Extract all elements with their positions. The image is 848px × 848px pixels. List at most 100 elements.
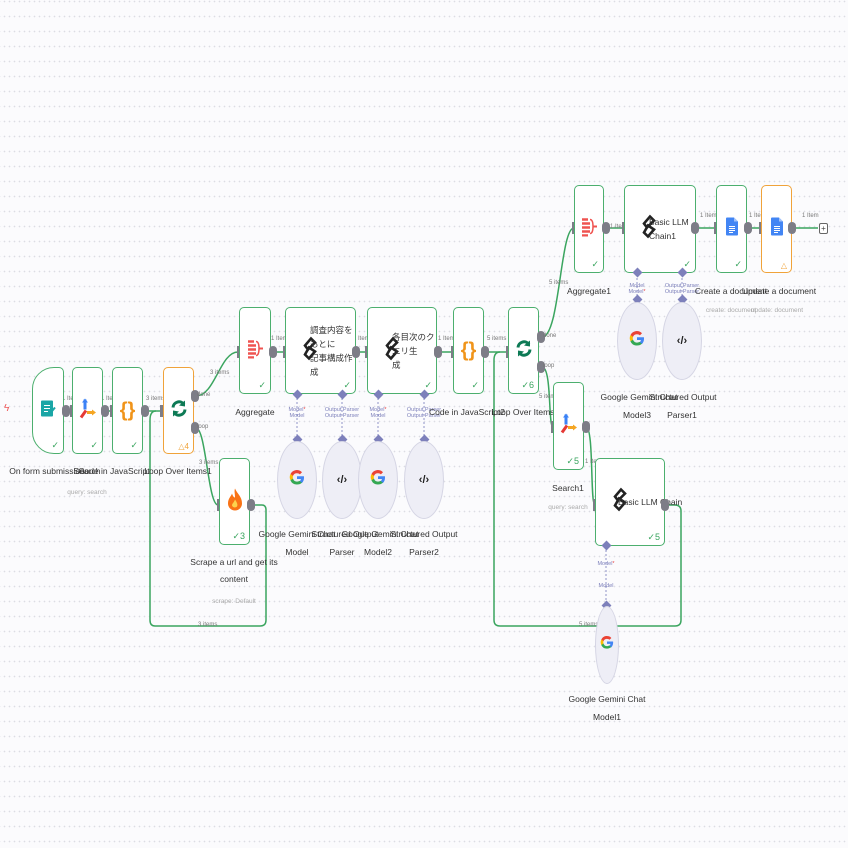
node-label: Google Gemini Chat <box>568 694 646 704</box>
output-port-done[interactable] <box>191 390 199 402</box>
node-label: Update a document <box>741 286 817 296</box>
loop-icon <box>514 338 534 363</box>
edge-search1-llm <box>585 426 596 506</box>
node-on-form-submission[interactable]: ✓ <box>32 367 64 454</box>
output-port-loop[interactable] <box>191 422 199 434</box>
add-node-button[interactable]: + <box>819 223 828 234</box>
node-code-in-javascript[interactable]: {} ✓ <box>112 367 143 454</box>
node-label: Aggregate <box>235 407 275 417</box>
node-google-gemini-chat-model[interactable] <box>277 441 317 519</box>
edge-llm-loop2 <box>493 351 682 627</box>
success-check-icon: ✓5 <box>566 456 579 466</box>
edge-scrape-loop1 <box>149 410 267 627</box>
edge-label: 5 items <box>487 336 507 342</box>
success-check-icon: ✓ <box>424 380 432 390</box>
edge-label: 3 items <box>198 622 218 628</box>
node-llm-query[interactable]: 各目次のクエリ生成 ✓ <box>367 307 437 394</box>
code-tag-icon: ‹/› <box>336 474 348 486</box>
node-title: 各目次のクエリ生成 <box>392 331 435 370</box>
google-g-icon <box>629 331 645 352</box>
node-structured-output-parser1[interactable]: ‹/› <box>662 302 702 380</box>
edge-label: 3 items <box>199 460 219 466</box>
edge-label: 1 Item <box>438 336 455 342</box>
success-check-icon: ✓ <box>258 380 266 390</box>
node-google-gemini-chat-model3[interactable] <box>617 302 657 380</box>
node-loop-over-items[interactable]: ✓6 <box>508 307 539 394</box>
node-label: Parser1 <box>667 410 697 420</box>
node-basic-llm-chain[interactable]: Basic LLM Chain ✓5 <box>595 458 683 546</box>
google-g-icon <box>289 470 305 491</box>
node-search[interactable]: ✓ <box>72 367 103 454</box>
input-port[interactable] <box>160 405 164 417</box>
chain-link-icon <box>302 336 318 365</box>
output-port[interactable] <box>269 346 277 358</box>
connector-label: Model*Model <box>369 407 387 419</box>
node-subtitle: query: search <box>67 489 107 496</box>
output-port[interactable] <box>602 222 610 234</box>
output-port[interactable] <box>434 346 442 358</box>
output-port[interactable] <box>661 499 669 511</box>
edge-label: 1 Item <box>353 336 370 342</box>
loop-icon <box>169 398 189 423</box>
edge-label: 5 items <box>539 394 559 400</box>
node-aggregate1[interactable]: ✓ <box>574 185 604 273</box>
output-port[interactable] <box>691 222 699 234</box>
search-api-icon <box>79 397 97 424</box>
node-label: Google Gemini Chat <box>600 392 678 402</box>
node-label: Model <box>285 547 309 557</box>
chain-link-icon <box>641 214 657 244</box>
output-port[interactable] <box>247 499 255 511</box>
success-check-icon: ✓ <box>683 259 691 269</box>
output-port-done[interactable] <box>537 331 545 343</box>
success-check-icon: ✓ <box>51 440 59 450</box>
node-aggregate[interactable]: ✓ <box>239 307 271 394</box>
node-google-gemini-chat-model1[interactable] <box>595 606 619 684</box>
success-check-icon: ✓3 <box>232 531 245 541</box>
google-docs-icon <box>770 217 783 241</box>
node-label: Structured Output <box>390 529 458 539</box>
output-port[interactable] <box>582 421 590 433</box>
node-structured-output-parser2[interactable]: ‹/› <box>404 441 444 519</box>
output-port[interactable] <box>141 405 149 417</box>
node-loop-over-items1[interactable]: △4 <box>163 367 194 454</box>
node-create-a-document[interactable]: ✓ <box>716 185 747 273</box>
google-g-icon <box>600 635 614 655</box>
google-docs-icon <box>725 217 738 241</box>
edge-loop2-aggregate1 <box>541 227 575 338</box>
node-label: Loop Over Items <box>491 407 555 417</box>
node-subtitle: create: document <box>705 307 757 314</box>
chain-link-icon <box>384 336 400 365</box>
node-google-gemini-chat-model2[interactable] <box>358 441 398 519</box>
success-check-icon: ✓5 <box>647 532 660 542</box>
node-structured-output-parser[interactable]: ‹/› <box>322 441 362 519</box>
node-llm-outline[interactable]: 調査内容をもとに記事構成作成 ✓ <box>285 307 356 394</box>
node-label: Model1 <box>593 712 621 722</box>
success-check-icon: ✓ <box>130 440 138 450</box>
edge-label: 1 Item <box>101 396 118 402</box>
output-port[interactable] <box>788 222 796 234</box>
output-port[interactable] <box>352 346 360 358</box>
node-label: Parser2 <box>409 547 439 557</box>
node-search1[interactable]: ✓5 <box>553 382 584 470</box>
node-title: Basic LLM Chain <box>618 497 683 507</box>
port-label: loop <box>197 424 209 430</box>
output-port[interactable] <box>62 405 70 417</box>
output-port[interactable] <box>481 346 489 358</box>
node-label: Model3 <box>623 410 651 420</box>
node-label: Scrape a url and get its <box>190 557 278 567</box>
node-code-in-javascript2[interactable]: {} ✓ <box>453 307 484 394</box>
warning-icon: △ <box>780 261 787 270</box>
edge-label: 1 Item <box>585 459 602 465</box>
node-title: 調査内容をもとに記事構成作成 <box>310 324 353 377</box>
edge-label: 1 Item <box>749 213 766 219</box>
output-port-loop[interactable] <box>537 361 545 373</box>
node-subtitle: query: search <box>548 504 588 511</box>
output-port[interactable] <box>744 222 752 234</box>
output-port[interactable] <box>101 405 109 417</box>
node-scrape-url[interactable]: ✓3 <box>219 458 250 545</box>
connector-label: Model* <box>597 561 615 567</box>
